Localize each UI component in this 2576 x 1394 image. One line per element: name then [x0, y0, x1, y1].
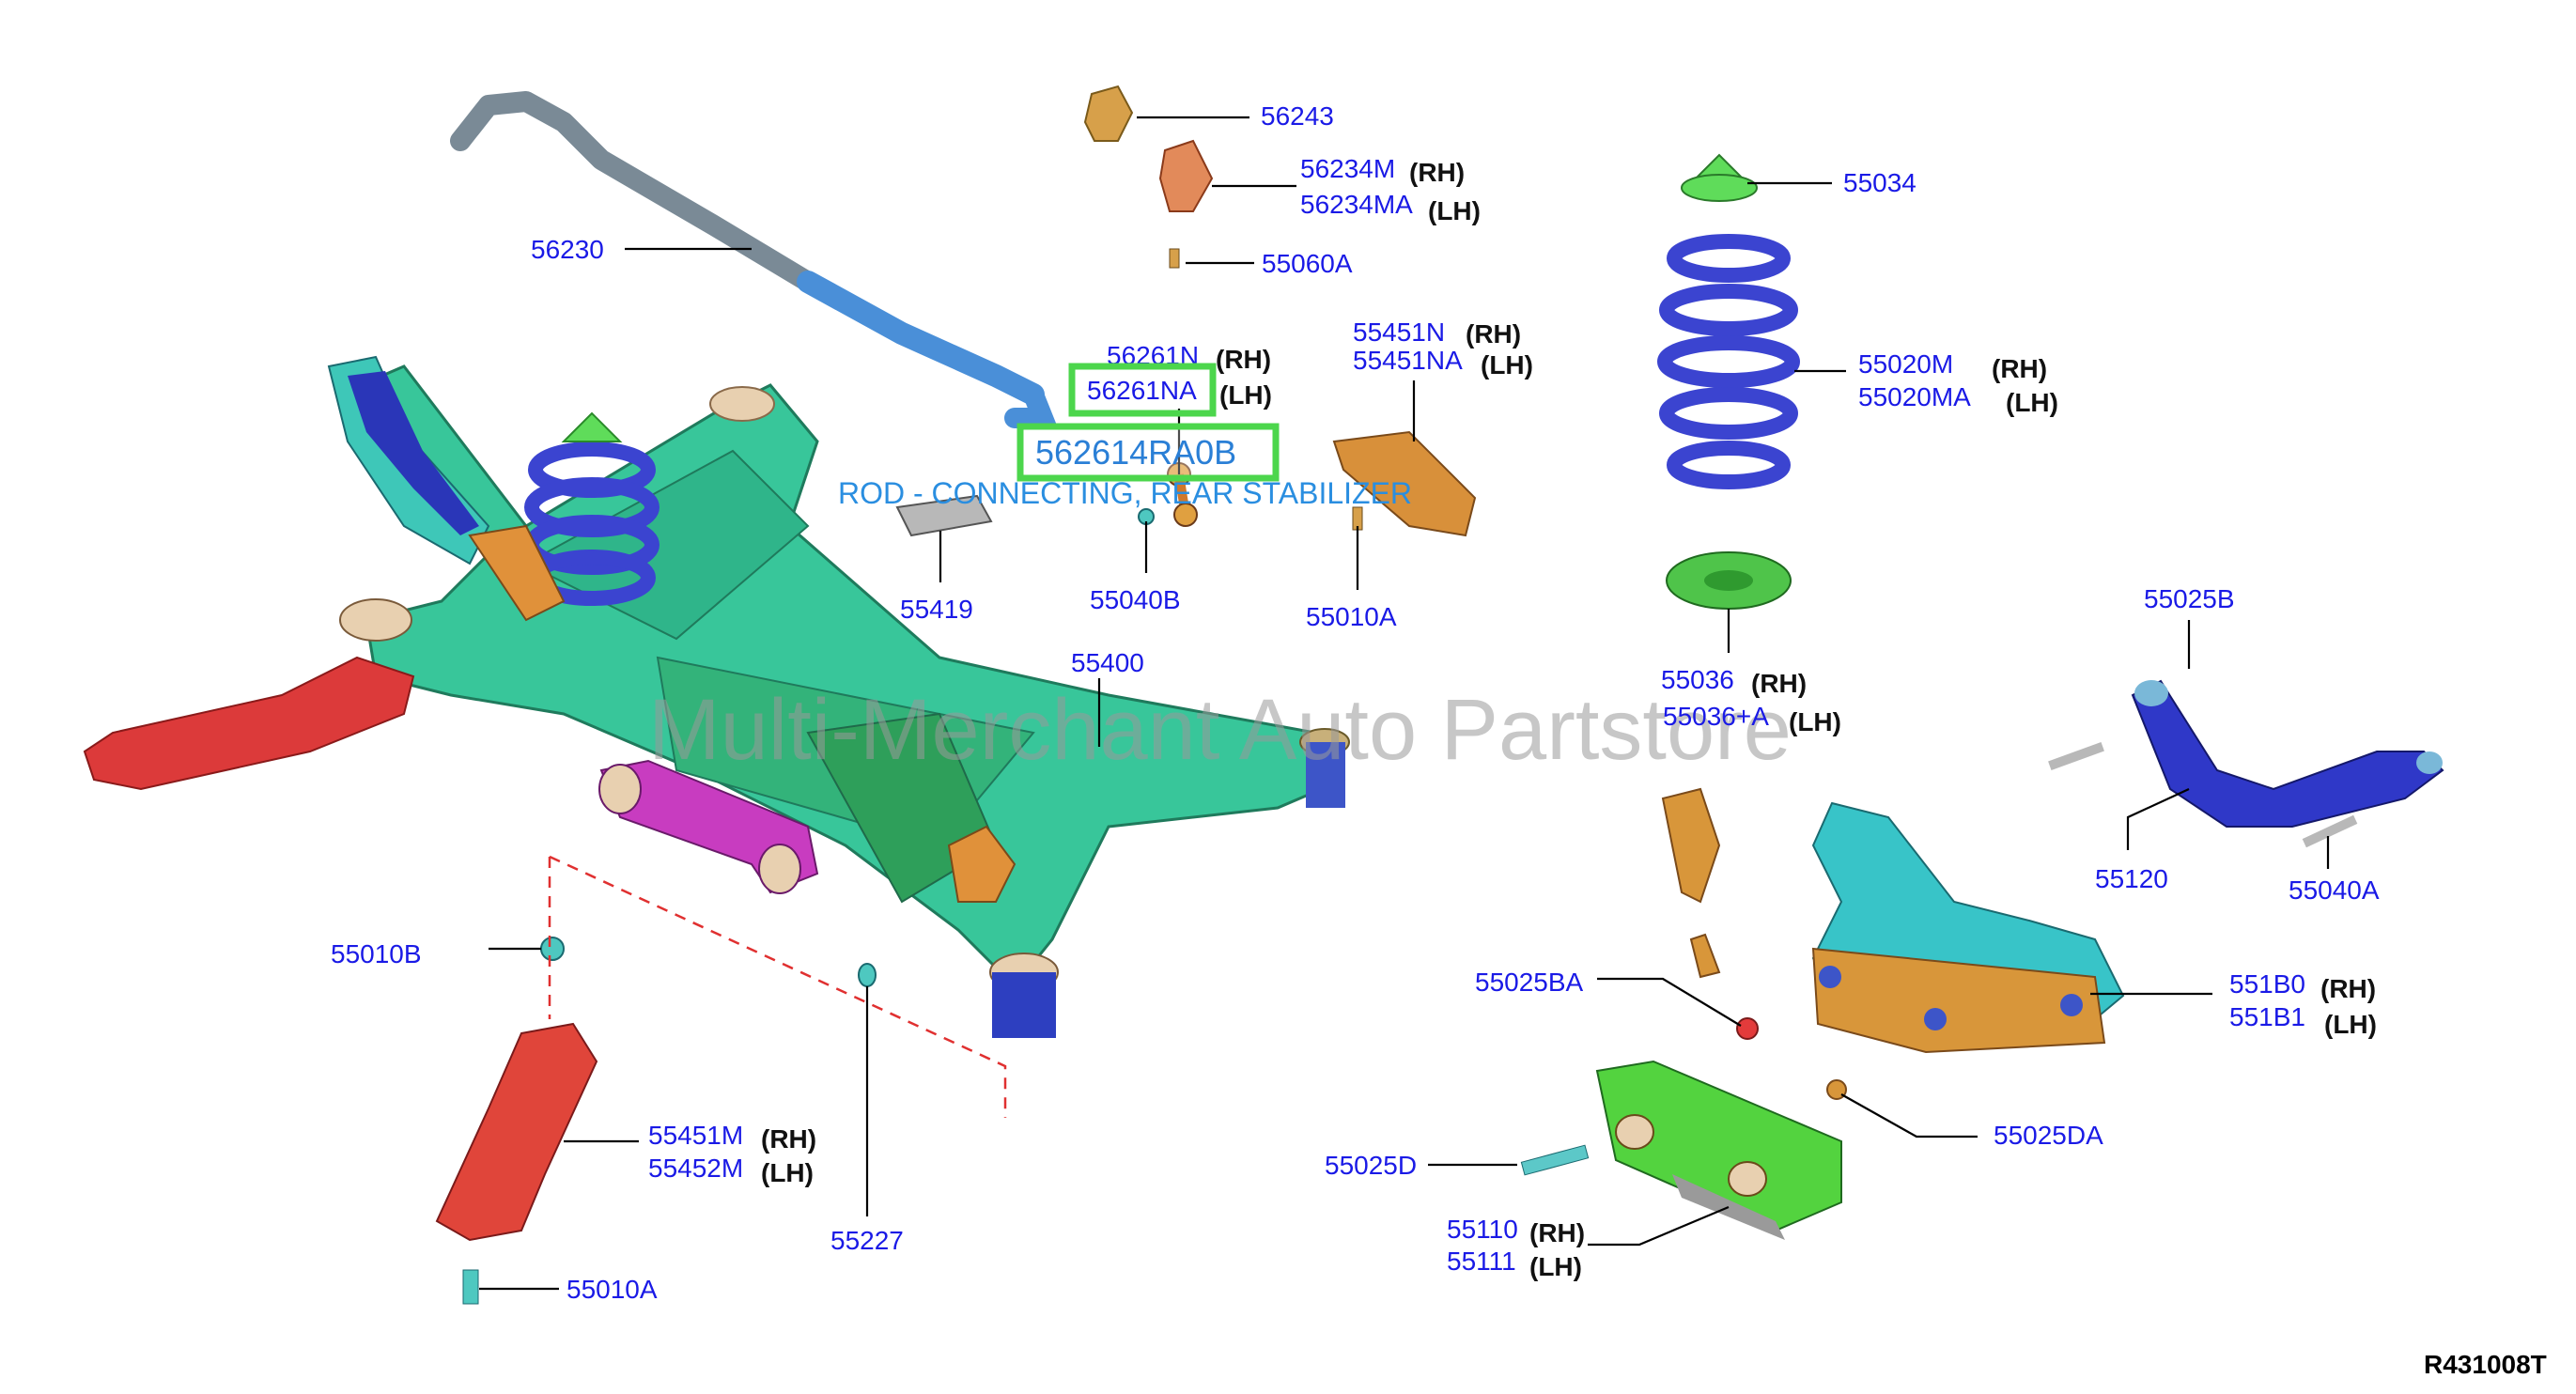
- part-label-56261na[interactable]: 56261NA: [1087, 376, 1197, 405]
- part-label-55020m[interactable]: 55020M: [1858, 349, 1953, 379]
- bracket-56243-illustration[interactable]: [1083, 85, 1134, 142]
- side-label-rh: (RH): [1751, 669, 1807, 698]
- installation-guide-lines: [548, 855, 1007, 1118]
- part-label-56230[interactable]: 56230: [531, 235, 604, 264]
- clamp-56234m-illustration[interactable]: [1158, 139, 1214, 212]
- part-label-55111[interactable]: 55111: [1447, 1247, 1516, 1276]
- part-label-55451na[interactable]: 55451NA: [1353, 346, 1463, 375]
- part-label-55010b[interactable]: 55010B: [331, 939, 422, 968]
- side-label-lh: (LH): [1428, 196, 1481, 225]
- side-label-rh: (RH): [761, 1124, 816, 1154]
- part-label-56243[interactable]: 56243: [1261, 101, 1334, 131]
- part-label-55010a-top[interactable]: 55010A: [1306, 602, 1397, 631]
- side-label-lh: (LH): [2324, 1010, 2377, 1039]
- side-label-lh: (LH): [1219, 380, 1272, 410]
- spring-seat-55036-illustration[interactable]: [1666, 551, 1792, 610]
- arm-55451m-illustration[interactable]: [435, 1022, 598, 1242]
- side-label-lh: (LH): [1481, 350, 1533, 379]
- side-label-lh: (LH): [761, 1158, 814, 1187]
- selected-part-box: [1068, 363, 1217, 417]
- part-label-55034[interactable]: 55034: [1843, 168, 1916, 197]
- arm-55120-illustration[interactable]: [2131, 679, 2444, 828]
- part-label-55025da[interactable]: 55025DA: [1994, 1121, 2103, 1150]
- bolt-55025b-illustration[interactable]: [2048, 742, 2104, 770]
- part-label-551b0[interactable]: 551B0: [2229, 969, 2305, 999]
- lower-arm-illustration[interactable]: [83, 656, 415, 791]
- highlight-part-box: [1016, 423, 1280, 482]
- spring-seat-55034-illustration[interactable]: [1681, 153, 1758, 202]
- watermark: Multi-Merchant Auto Partstore: [648, 682, 1792, 778]
- part-label-55036a[interactable]: 55036+A: [1663, 702, 1769, 731]
- part-label-551b1[interactable]: 551B1: [2229, 1002, 2305, 1031]
- part-label-56234ma[interactable]: 56234MA: [1300, 190, 1413, 219]
- bracket-55451n-illustration[interactable]: [1332, 430, 1477, 537]
- nut-55010b-illustration[interactable]: [540, 937, 565, 961]
- highlight-part-number[interactable]: 562614RA0B: [1035, 433, 1236, 472]
- part-label-56234m[interactable]: 56234M: [1300, 154, 1395, 183]
- part-label-55452m[interactable]: 55452M: [648, 1154, 743, 1183]
- part-label-55110[interactable]: 55110: [1447, 1215, 1518, 1244]
- highlight-part-description: ROD - CONNECTING, REAR STABILIZER: [838, 476, 1412, 510]
- part-label-55025b[interactable]: 55025B: [2144, 584, 2235, 613]
- side-label-rh: (RH): [1466, 319, 1521, 348]
- side-label-lh: (LH): [1789, 707, 1841, 736]
- bolt-55025d-illustration[interactable]: [1520, 1144, 1590, 1176]
- bolt-55040a-illustration[interactable]: [2302, 814, 2358, 848]
- part-label-55451n[interactable]: 55451N: [1353, 318, 1445, 347]
- part-label-55400[interactable]: 55400: [1071, 648, 1144, 677]
- part-label-55040a[interactable]: 55040A: [2289, 875, 2380, 905]
- side-label-rh: (RH): [1216, 345, 1271, 374]
- side-label-rh: (RH): [1529, 1218, 1585, 1247]
- side-label-rh: (RH): [2320, 974, 2376, 1003]
- bolt-55010a-bottom-illustration[interactable]: [462, 1269, 479, 1305]
- part-label-55025ba[interactable]: 55025BA: [1475, 968, 1584, 997]
- diagram-code: R431008T: [2424, 1350, 2547, 1379]
- subframe-bracket-illustration: [468, 524, 566, 622]
- part-label-55020ma[interactable]: 55020MA: [1858, 382, 1971, 411]
- part-label-55025d[interactable]: 55025D: [1325, 1151, 1417, 1180]
- side-label-rh: (RH): [1992, 354, 2047, 383]
- part-label-55227[interactable]: 55227: [830, 1226, 904, 1255]
- part-label-55451m[interactable]: 55451M: [648, 1121, 743, 1150]
- part-label-55120[interactable]: 55120: [2095, 864, 2168, 893]
- bracket-small-illustration: [1661, 787, 1721, 904]
- bracket-small-illustration: [1689, 933, 1721, 979]
- link-55110-illustration[interactable]: [1595, 1060, 1842, 1240]
- washer-55227-illustration[interactable]: [858, 963, 877, 987]
- stabilizer-bar-illustration[interactable]: [450, 91, 1059, 428]
- knuckle-551b0-illustration[interactable]: [1811, 801, 2125, 1054]
- part-label-55040b[interactable]: 55040B: [1090, 585, 1181, 614]
- leader-lines: [479, 116, 2330, 1291]
- coil-spring-55020m-illustration[interactable]: [1657, 234, 1800, 489]
- side-label-lh: (LH): [1529, 1252, 1582, 1281]
- side-label-rh: (RH): [1409, 158, 1465, 187]
- subframe-bracket-illustration: [947, 825, 1016, 903]
- part-label-55010a-bottom[interactable]: 55010A: [566, 1275, 658, 1304]
- bolt-55060a-illustration[interactable]: [1169, 248, 1180, 269]
- side-label-lh: (LH): [2006, 388, 2058, 417]
- plate-55419-illustration[interactable]: [895, 494, 993, 537]
- nut-55025ba-illustration[interactable]: [1736, 1017, 1759, 1040]
- part-label-55060a[interactable]: 55060A: [1262, 249, 1353, 278]
- lateral-link-illustration[interactable]: [598, 759, 819, 894]
- part-label-55036[interactable]: 55036: [1661, 665, 1734, 694]
- part-label-55419[interactable]: 55419: [900, 595, 973, 624]
